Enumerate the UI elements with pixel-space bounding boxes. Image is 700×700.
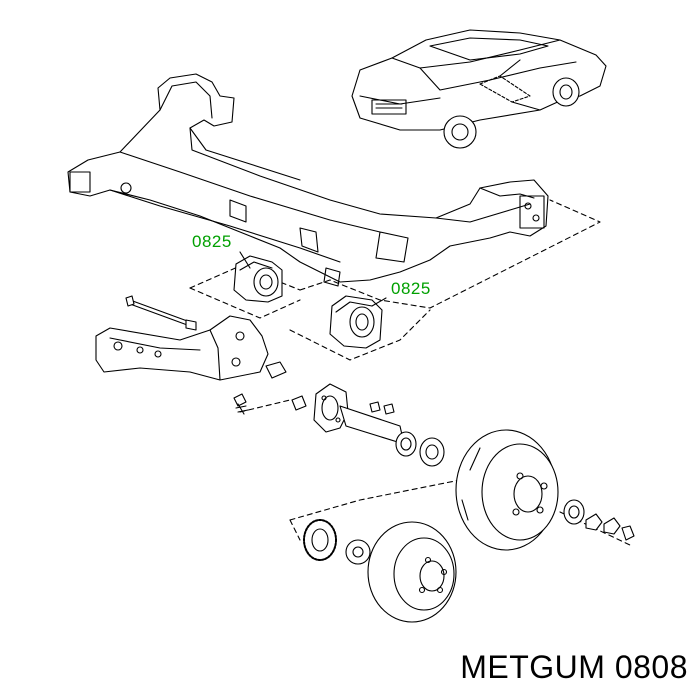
callout-leaders	[239, 251, 387, 307]
brake-drum	[455, 429, 559, 551]
bearings-and-nuts	[395, 431, 635, 541]
trailing-arm-bracket	[95, 315, 287, 381]
rear-axle-beam	[67, 73, 549, 287]
bushing-lower	[329, 295, 383, 349]
callout-label-upper: 0825	[192, 232, 232, 251]
callout-label-lower: 0825	[391, 279, 431, 298]
car-illustration	[351, 29, 607, 149]
small-bolts	[233, 393, 395, 415]
stub-axle	[313, 383, 405, 445]
bushing-upper	[233, 255, 283, 303]
toothed-ring	[303, 519, 371, 565]
long-bolt	[125, 295, 197, 331]
brand-caption: METGUM 0808	[460, 649, 688, 686]
brand-name: METGUM	[460, 649, 606, 685]
brake-disc	[367, 521, 457, 623]
part-number: 0808	[614, 649, 688, 685]
